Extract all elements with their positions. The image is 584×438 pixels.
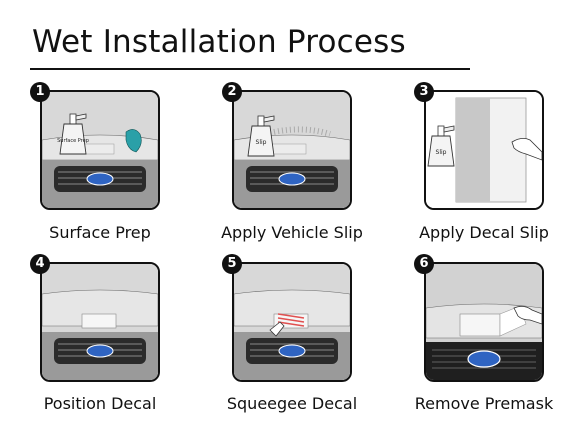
decal-sheet-icon bbox=[455, 97, 527, 203]
step-6-label: Remove Premask bbox=[414, 394, 554, 413]
squeegee-strokes-icon bbox=[277, 313, 305, 327]
step-6-badge: 6 bbox=[414, 254, 434, 274]
decal-icon bbox=[459, 313, 501, 337]
bottle-label-3: Slip bbox=[436, 149, 447, 156]
premask-peel-icon bbox=[499, 305, 542, 337]
step-4-label: Position Decal bbox=[43, 394, 157, 413]
title-underline bbox=[30, 68, 470, 70]
step-5-badge: 5 bbox=[222, 254, 242, 274]
step-5-label: Squeegee Decal bbox=[226, 394, 358, 413]
step-3-illustration: Slip bbox=[426, 92, 542, 208]
bottle-label-2: Slip bbox=[256, 139, 267, 146]
step-2-illustration: Slip bbox=[234, 92, 350, 208]
step-5-illustration bbox=[234, 264, 350, 380]
step-1-panel: Surface Prep bbox=[40, 90, 160, 210]
page-title: Wet Installation Process bbox=[32, 24, 406, 60]
step-1-illustration: Surface Prep bbox=[42, 92, 158, 208]
step-4-badge: 4 bbox=[30, 254, 50, 274]
step-4-panel bbox=[40, 262, 160, 382]
hand-icon bbox=[511, 138, 542, 161]
step-2-panel: Slip bbox=[232, 90, 352, 210]
step-5-panel bbox=[232, 262, 352, 382]
squeegee-icon bbox=[269, 321, 285, 337]
step-1-label: Surface Prep bbox=[49, 223, 151, 242]
step-3-label: Apply Decal Slip bbox=[419, 223, 549, 242]
spray-bottle-icon: Surface Prep bbox=[57, 113, 89, 155]
step-2-label: Apply Vehicle Slip bbox=[221, 223, 363, 242]
step-3-panel: Slip bbox=[424, 90, 544, 210]
step-2-badge: 2 bbox=[222, 82, 242, 102]
spray-bottle-icon: Slip bbox=[427, 125, 455, 167]
step-1-badge: 1 bbox=[30, 82, 50, 102]
towel-icon bbox=[125, 129, 142, 153]
step-4-illustration bbox=[42, 264, 158, 380]
step-6-illustration bbox=[426, 264, 542, 380]
step-6-panel bbox=[424, 262, 544, 382]
bottle-label-1: Surface Prep bbox=[57, 138, 89, 144]
step-3-badge: 3 bbox=[414, 82, 434, 102]
decal-icon bbox=[81, 313, 117, 329]
spray-bottle-icon: Slip bbox=[247, 115, 275, 157]
